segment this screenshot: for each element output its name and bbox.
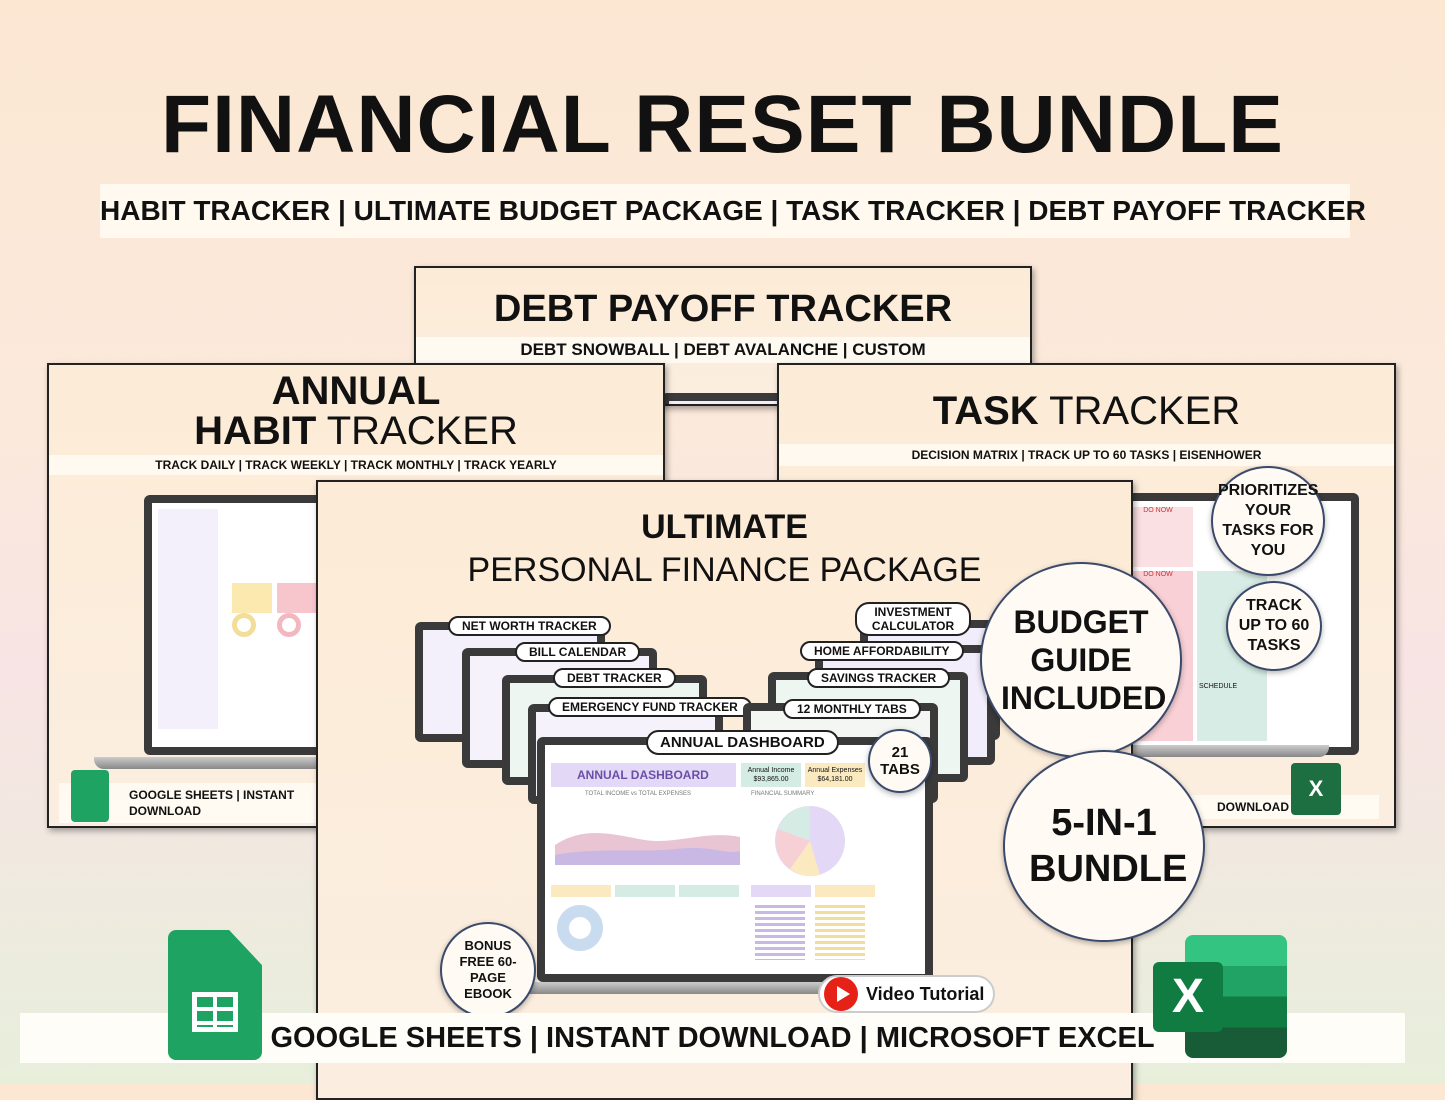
debt-card-subtitle: DEBT SNOWBALL | DEBT AVALANCHE | CUSTOM (416, 337, 1030, 363)
subtitle-band: HABIT TRACKER | ULTIMATE BUDGET PACKAGE … (100, 184, 1366, 238)
income-expense-area-chart (555, 833, 740, 865)
habit-card-title-line1: ANNUAL (271, 369, 441, 413)
habit-card-title: HABIT TRACKER (49, 411, 663, 451)
google-sheets-icon (168, 930, 262, 1060)
task-card-subtitle: DECISION MATRIX | TRACK UP TO 60 TASKS |… (779, 444, 1394, 466)
excel-x-icon: X (1153, 962, 1223, 1032)
task-laptop-base (1079, 745, 1329, 757)
tabs-count-text: 21 TABS (880, 744, 920, 778)
budget-guide-badge: BUDGET GUIDE INCLUDED (980, 562, 1182, 758)
task-title-bold: TASK (932, 389, 1039, 433)
expenses-label: Annual Expenses (807, 767, 863, 774)
annual-dashboard-laptop: ANNUAL DASHBOARD Annual Income $93,865.00… (537, 737, 933, 982)
tab-label-savings: SAVINGS TRACKER (807, 668, 951, 688)
youtube-play-icon (824, 977, 858, 1011)
tab-label-home-affordability: HOME AFFORDABILITY (800, 641, 964, 661)
dashboard-heading: ANNUAL DASHBOARD (551, 763, 736, 787)
task-title-rest: TRACKER (1038, 389, 1241, 433)
task-screen-label: DO NOW (1123, 507, 1193, 567)
habit-card-subtitle: TRACK DAILY | TRACK WEEKLY | TRACK MONTH… (49, 455, 663, 475)
bonus-ebook-text: BONUS FREE 60-PAGE EBOOK (459, 938, 517, 1001)
expenses-box: Annual Expenses $64,181.00 (805, 763, 865, 787)
prioritizes-badge: PRIORITIZES YOUR TASKS FOR YOU (1211, 466, 1325, 576)
tab-label-emergency-fund: EMERGENCY FUND TRACKER (548, 697, 752, 717)
expenses-value: $64,181.00 (817, 776, 853, 783)
google-sheets-icon-small (71, 770, 109, 822)
track-tasks-text: TRACK UP TO 60 TASKS (1238, 597, 1310, 654)
income-label: Annual Income (747, 767, 795, 774)
prioritizes-text: PRIORITIZES YOUR TASKS FOR YOU (1218, 482, 1319, 559)
excel-icon-small: X (1291, 763, 1341, 815)
bundle-text: 5-IN-1 BUNDLE (1029, 802, 1188, 890)
habit-tracker-card: ANNUAL HABIT TRACKER TRACK DAILY | TRACK… (47, 363, 665, 828)
main-card-title-line1: ULTIMATE (641, 508, 808, 546)
tab-label-net-worth: NET WORTH TRACKER (448, 616, 611, 636)
track-tasks-badge: TRACK UP TO 60 TASKS (1226, 581, 1322, 671)
tab-label-investment: INVESTMENT CALCULATOR (855, 602, 971, 636)
tab-label-annual-dashboard: ANNUAL DASHBOARD (646, 730, 839, 755)
income-box: Annual Income $93,865.00 (741, 763, 801, 787)
summary-title: FINANCIAL SUMMARY (751, 791, 815, 797)
bundle-badge: 5-IN-1 BUNDLE (1003, 750, 1205, 942)
habit-footer-text: GOOGLE SHEETS | INSTANT DOWNLOAD (129, 788, 295, 818)
task-card-title: TASK TRACKER (779, 389, 1394, 434)
budget-guide-text: BUDGET GUIDE INCLUDED (1001, 604, 1167, 716)
habit-title-bold: HABIT (194, 409, 317, 453)
debt-laptop (661, 393, 801, 404)
debt-card-title: DEBT PAYOFF TRACKER (493, 288, 953, 330)
main-card-title-line2: PERSONAL FINANCE PACKAGE (467, 551, 982, 589)
bonus-ebook-badge: BONUS FREE 60-PAGE EBOOK (440, 922, 536, 1018)
chart-title: TOTAL INCOME vs TOTAL EXPENSES (585, 791, 692, 797)
video-tutorial-button[interactable]: Video Tutorial (818, 975, 995, 1013)
tab-label-monthly-tabs: 12 MONTHLY TABS (783, 699, 921, 719)
tab-label-debt-tracker: DEBT TRACKER (553, 668, 676, 688)
financial-summary-pie (775, 806, 845, 877)
tab-label-bill-calendar: BILL CALENDAR (515, 642, 641, 662)
page-title: FINANCIAL RESET BUNDLE (161, 79, 1284, 170)
income-value: $93,865.00 (753, 776, 789, 783)
video-tutorial-label: Video Tutorial (866, 983, 985, 1004)
habit-title-rest: TRACKER (316, 409, 518, 453)
tabs-count-badge: 21 TABS (868, 729, 932, 793)
task-footer-text: DOWNLOAD (1217, 800, 1289, 814)
